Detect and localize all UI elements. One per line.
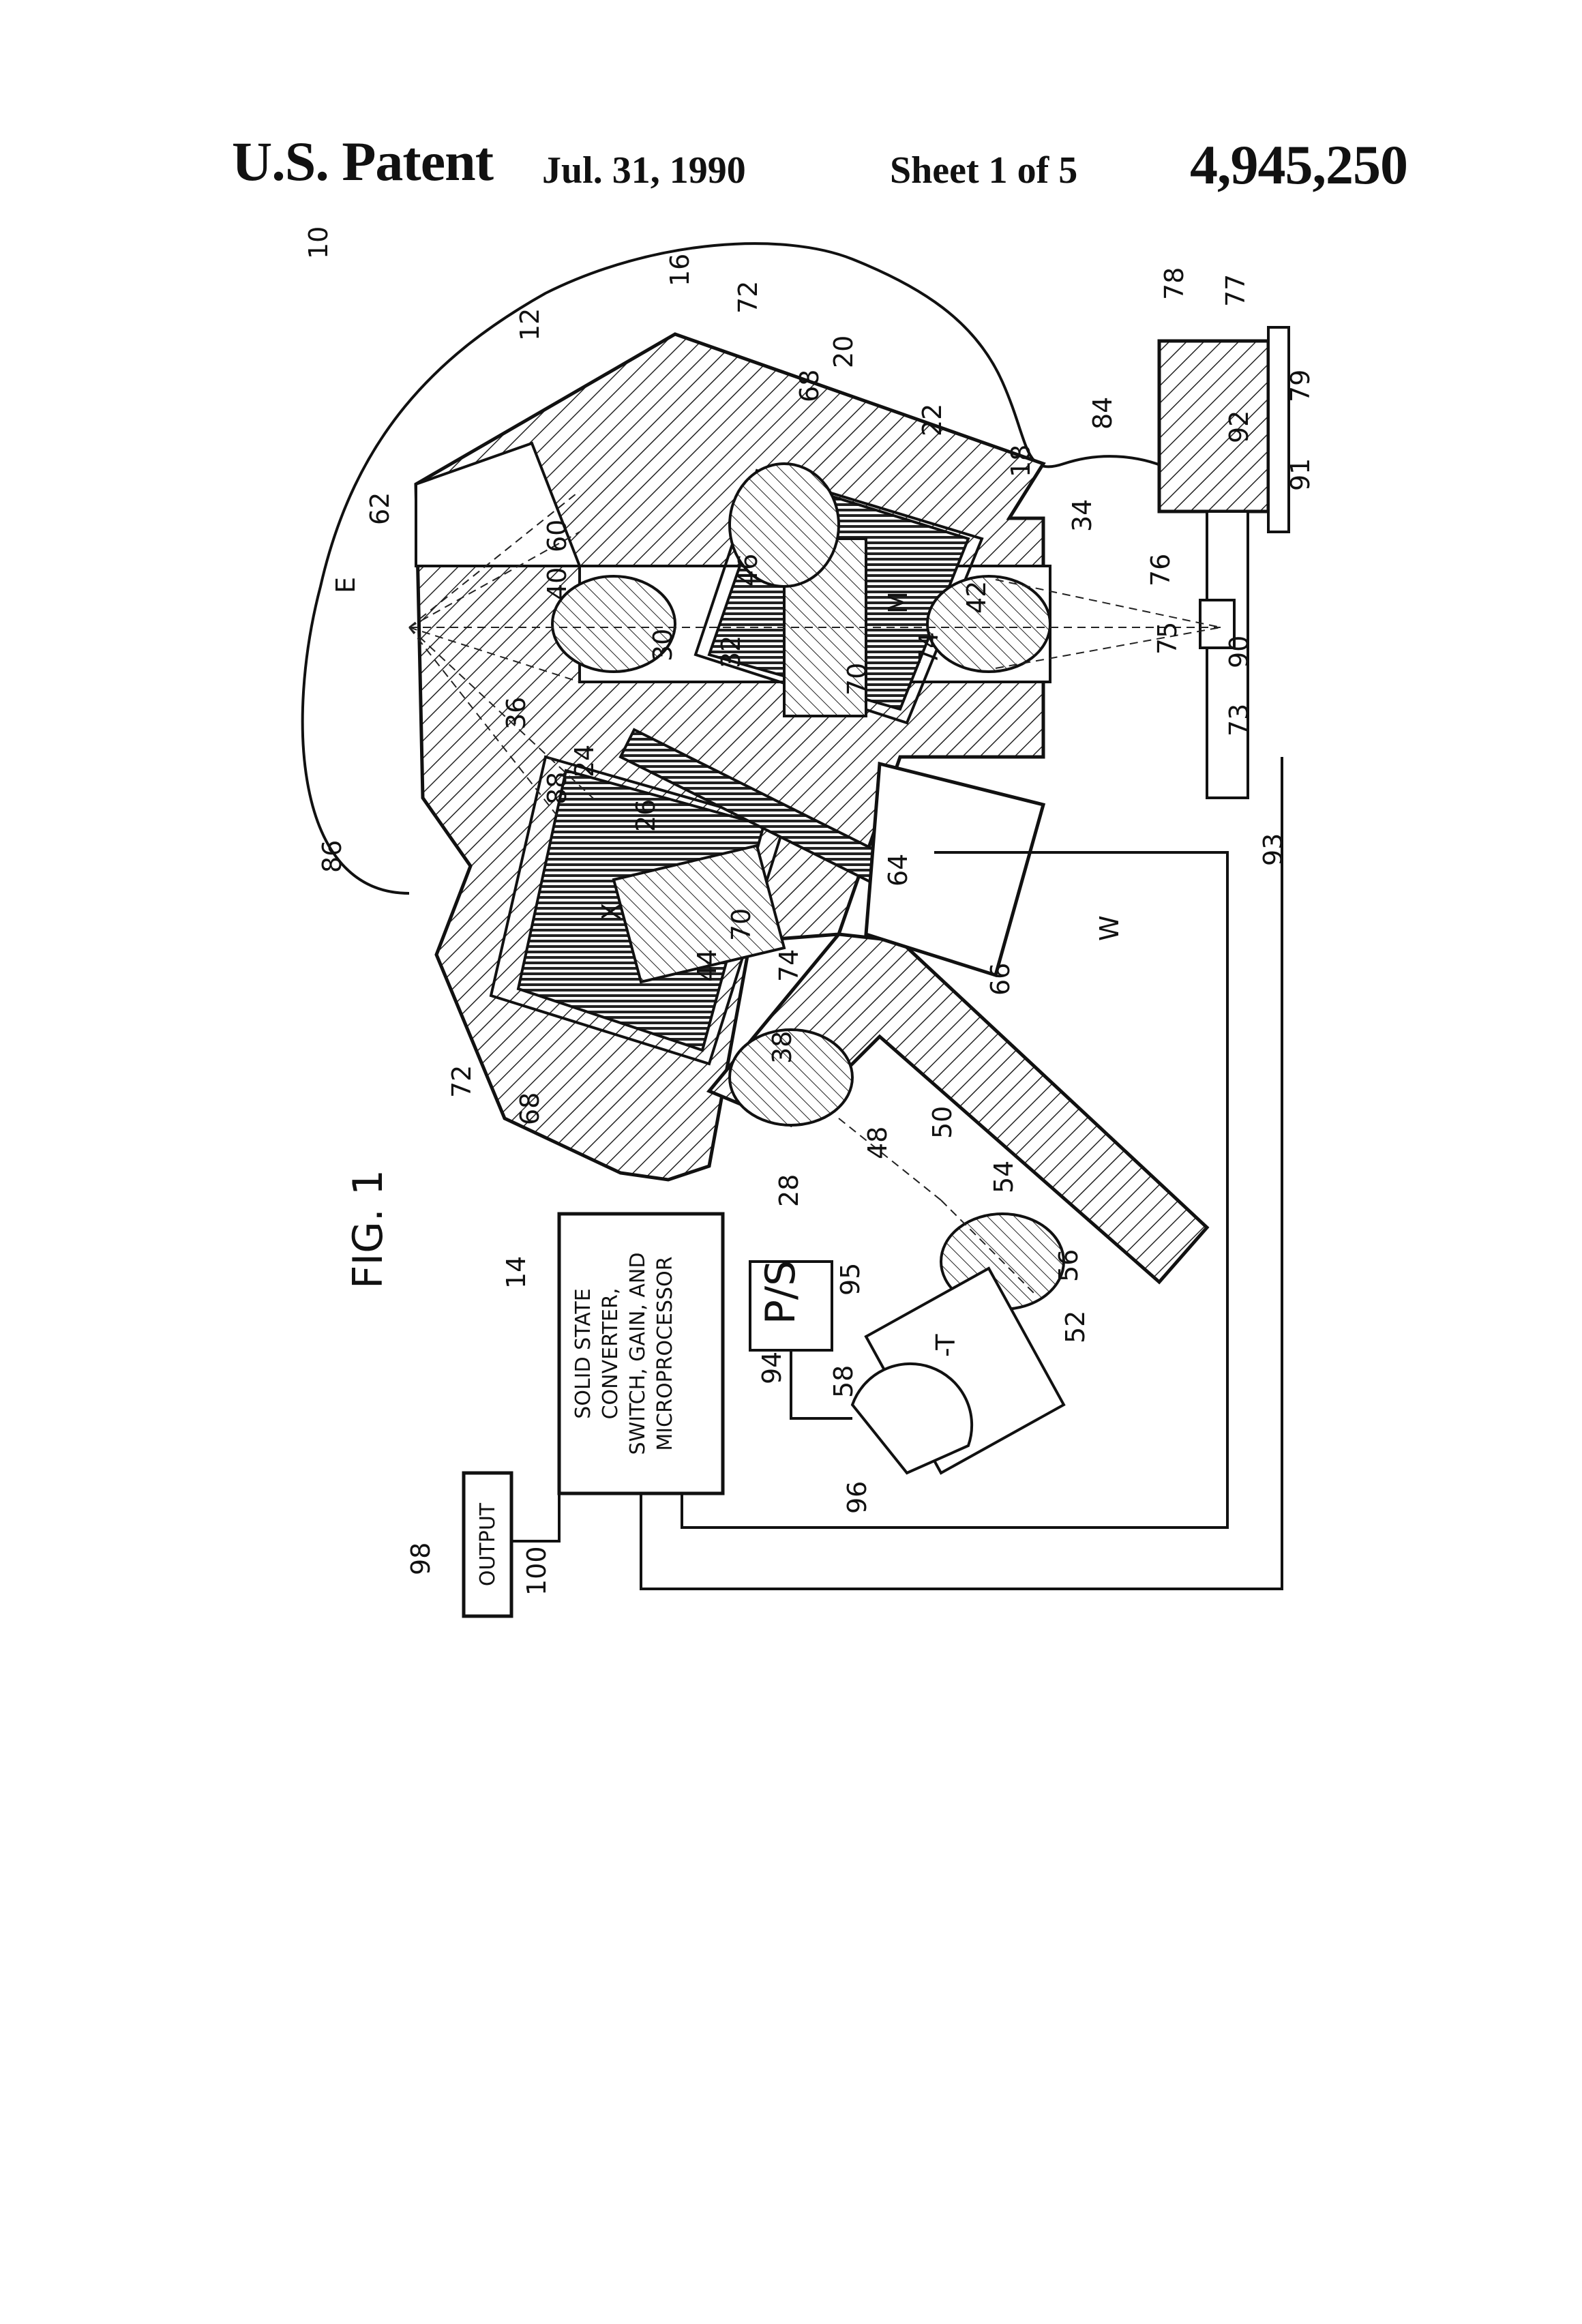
ref-42: 42 — [961, 581, 991, 614]
ref-73: 73 — [1224, 704, 1254, 736]
ref-96: 96 — [842, 1481, 872, 1514]
ref-100: 100 — [522, 1546, 552, 1596]
ref-68a: 68 — [794, 370, 824, 402]
lens-40 — [551, 575, 676, 673]
ref-94: 94 — [757, 1352, 787, 1384]
ref-36: 36 — [501, 697, 531, 730]
controller-box-text: SOLID STATE CONVERTER, SWITCH, GAIN, AND… — [571, 1253, 677, 1455]
lamp-58 — [850, 1362, 974, 1475]
mount-78 — [1157, 339, 1270, 513]
ref-92: 92 — [1224, 411, 1254, 443]
ref-68b: 68 — [515, 1092, 545, 1125]
ref-56: 56 — [1054, 1249, 1084, 1282]
output-label: OUTPUT — [476, 1502, 500, 1586]
ref-76: 76 — [1146, 554, 1176, 586]
ref-30: 30 — [648, 629, 678, 661]
svg-text:MICROPROCESSOR: MICROPROCESSOR — [653, 1256, 677, 1450]
filter-44 — [612, 844, 786, 984]
reference-numerals: 10 12 14 16 18 20 22 24 26 28 30 32 34 3… — [303, 226, 1315, 1596]
filter-frame-upper — [693, 468, 984, 725]
svg-text:SOLID STATE: SOLID STATE — [571, 1288, 595, 1418]
controller-box-14 — [557, 1212, 725, 1495]
letter-W: W — [1094, 915, 1124, 941]
cavity-60 — [415, 441, 582, 567]
ref-78: 78 — [1159, 267, 1189, 300]
ref-72a: 72 — [733, 281, 763, 314]
power-supply-label: P/S — [757, 1260, 805, 1324]
ref-88: 88 — [542, 772, 572, 805]
ref-70a: 70 — [842, 663, 872, 696]
ref-74a: 74 — [914, 632, 944, 665]
plate-79 — [1267, 326, 1290, 533]
ref-24: 24 — [569, 745, 599, 777]
ref-12: 12 — [515, 308, 545, 341]
filter-frame-lower — [489, 755, 786, 1066]
ref-62: 62 — [365, 492, 395, 525]
lens-36 — [728, 462, 840, 588]
ref-46: 46 — [733, 554, 763, 586]
patent-date: Jul. 31, 1990 — [542, 149, 746, 192]
svg-text:CONVERTER,: CONVERTER, — [599, 1288, 623, 1420]
patent-number: 4,945,250 — [1190, 134, 1408, 196]
ref-54: 54 — [989, 1161, 1019, 1193]
ref-48: 48 — [863, 1127, 893, 1159]
power-supply-box — [749, 1260, 833, 1352]
ref-50: 50 — [927, 1106, 957, 1139]
ref-86: 86 — [317, 840, 347, 873]
output-box-98 — [462, 1471, 513, 1618]
ref-14: 14 — [501, 1256, 531, 1289]
sensor-75 — [1199, 599, 1236, 649]
letter-M: M — [883, 591, 913, 614]
optical-rays — [408, 490, 1221, 1296]
ref-74b: 74 — [774, 949, 804, 982]
detector-66 — [864, 761, 1046, 978]
letter-X: X — [597, 903, 627, 921]
ref-90: 90 — [1224, 636, 1254, 668]
ref-26: 26 — [631, 799, 661, 832]
ref-34: 34 — [1067, 499, 1097, 532]
ref-28: 28 — [774, 1174, 804, 1207]
ref-32: 32 — [716, 636, 746, 668]
ref-20: 20 — [829, 336, 859, 368]
ref-98: 98 — [406, 1543, 436, 1575]
lens-38 — [728, 1028, 854, 1127]
patent-title: U.S. Patent — [232, 130, 494, 192]
ref-16: 16 — [665, 254, 695, 286]
ref-70b: 70 — [726, 908, 756, 941]
lens-42 — [926, 575, 1051, 673]
patent-header: U.S. Patent Jul. 31, 1990 Sheet 1 of 5 4… — [0, 0, 1582, 218]
letter-T: -T — [931, 1334, 961, 1357]
ref-77: 77 — [1221, 274, 1251, 307]
ref-72b: 72 — [447, 1065, 477, 1098]
letter-E: E — [331, 577, 361, 593]
ref-40: 40 — [542, 567, 572, 600]
ref-58: 58 — [829, 1365, 859, 1398]
ref-18: 18 — [1006, 445, 1036, 477]
svg-text:SWITCH, GAIN, AND: SWITCH, GAIN, AND — [626, 1253, 650, 1455]
ref-38: 38 — [767, 1031, 797, 1064]
ref-91: 91 — [1285, 458, 1315, 491]
ref-66: 66 — [985, 963, 1015, 996]
ref-60: 60 — [542, 520, 572, 552]
ref-93: 93 — [1258, 833, 1288, 866]
ref-84: 84 — [1088, 397, 1118, 430]
ref-52: 52 — [1060, 1311, 1090, 1343]
ref-22: 22 — [917, 404, 947, 436]
ref-95: 95 — [835, 1263, 865, 1296]
sheet-number: Sheet 1 of 5 — [890, 149, 1078, 192]
ref-64: 64 — [883, 854, 913, 887]
wiring — [511, 757, 1283, 1590]
ref-44: 44 — [692, 949, 722, 982]
ref-75: 75 — [1152, 622, 1182, 655]
base-90 — [1206, 510, 1249, 799]
figure-caption: FIG. 1 — [344, 1170, 392, 1289]
ref-79: 79 — [1285, 370, 1315, 402]
ref-10: 10 — [303, 226, 333, 259]
